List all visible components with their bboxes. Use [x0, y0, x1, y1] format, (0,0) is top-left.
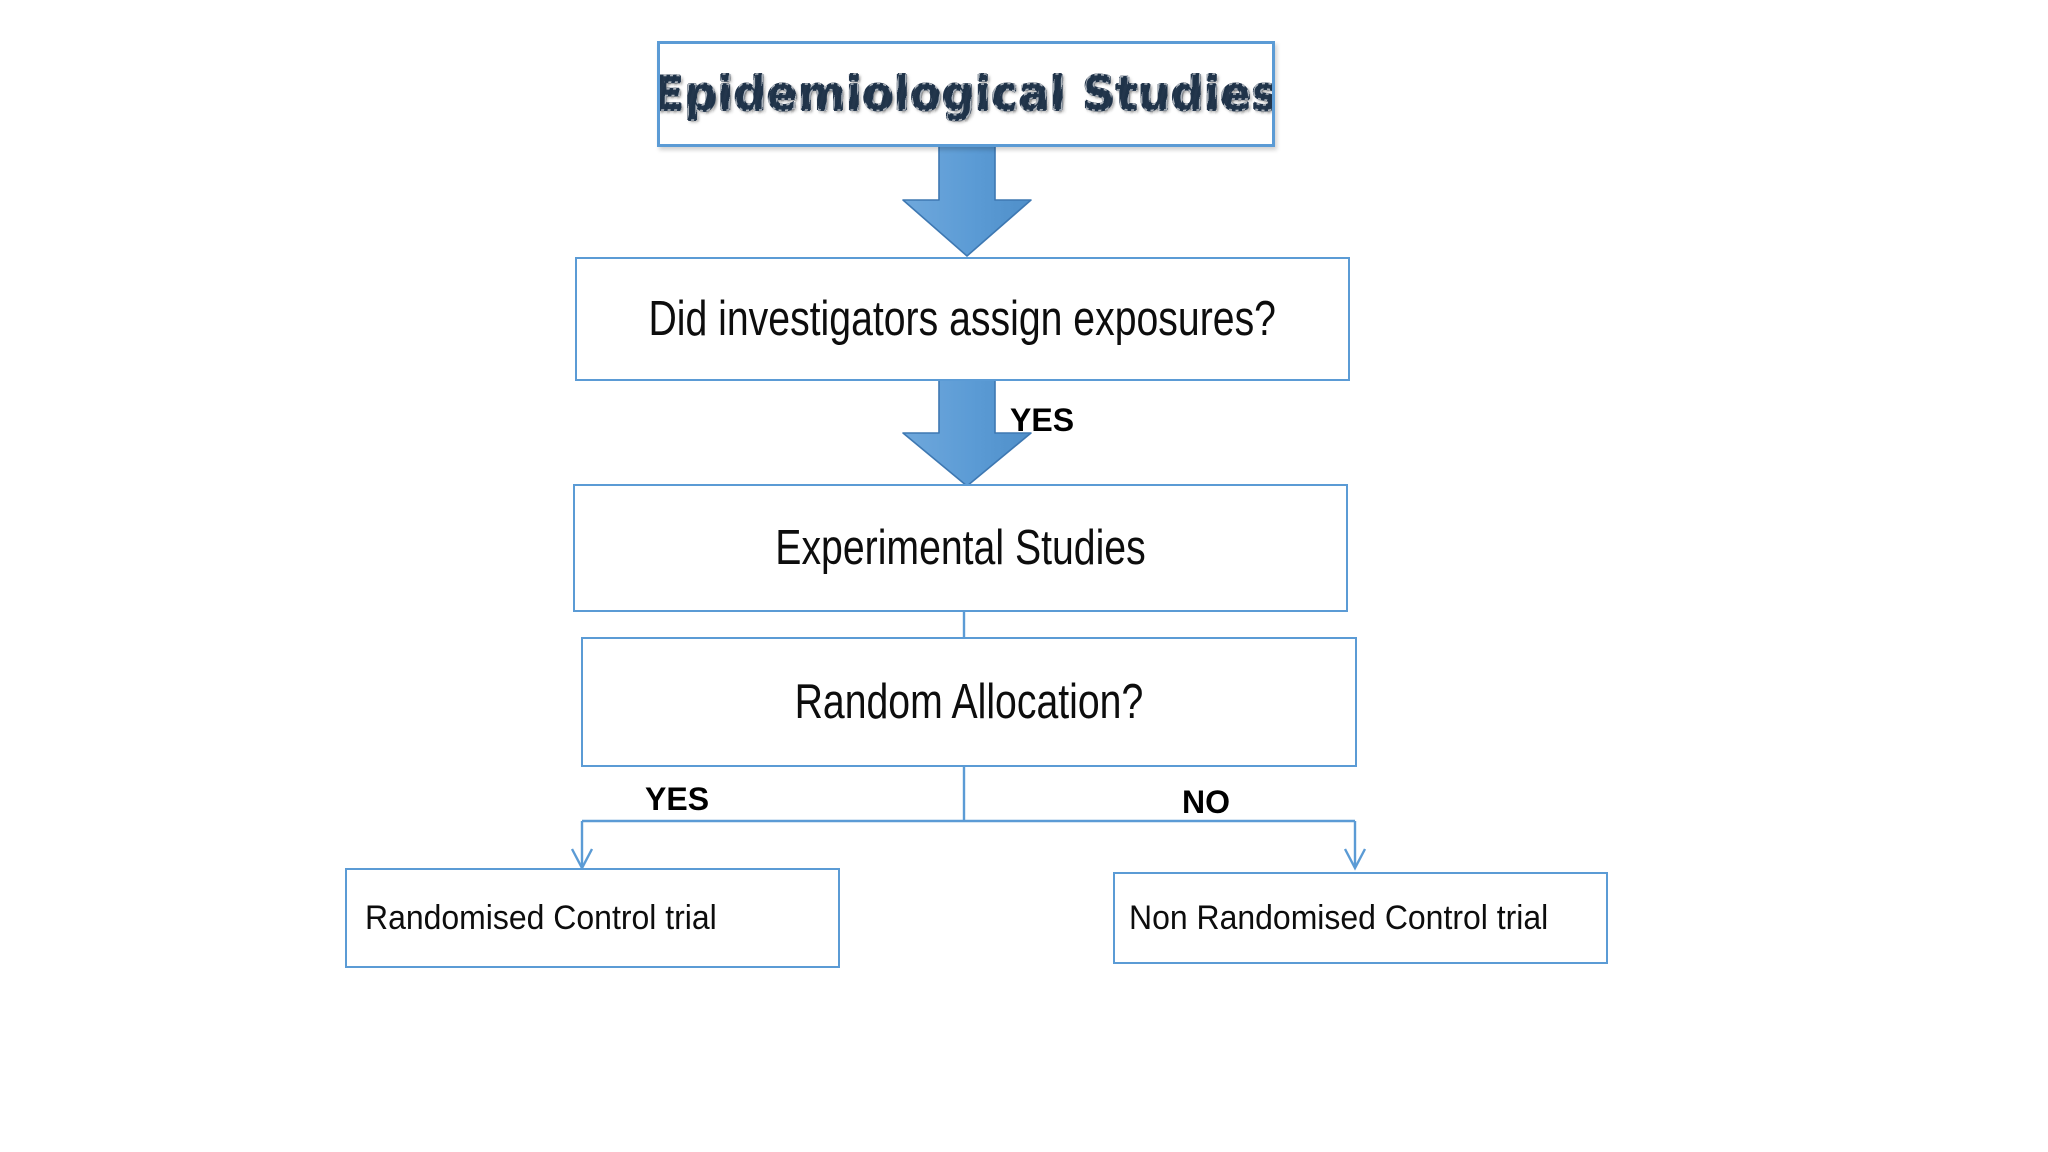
edge-label-yes-assign: YES: [1010, 402, 1075, 438]
node-label-non-randomised-control-trial: Non Randomised Control trial: [1129, 899, 1549, 937]
edge-label-yes-random: YES: [645, 781, 710, 817]
node-non-randomised-control-trial[interactable]: Non Randomised Control trial: [1113, 872, 1608, 964]
edge-label-no-random: NO: [1182, 784, 1230, 820]
block-arrow-down-2-icon: [902, 378, 1032, 487]
node-randomised-control-trial[interactable]: Randomised Control trial: [345, 868, 840, 968]
node-label-experimental-studies: Experimental Studies: [775, 520, 1146, 575]
node-label-question-assign: Did investigators assign exposures?: [648, 291, 1277, 346]
node-did-investigators-assign-exposures[interactable]: Did investigators assign exposures?: [575, 257, 1350, 381]
title-text: Epidemiological Studies: [660, 67, 1272, 122]
node-epidemiological-studies[interactable]: Epidemiological Studies: [657, 41, 1275, 147]
node-experimental-studies[interactable]: Experimental Studies: [573, 484, 1348, 612]
block-arrow-down-1-icon: [902, 142, 1032, 257]
node-random-allocation[interactable]: Random Allocation?: [581, 637, 1357, 767]
arrowhead-yes-icon: [570, 848, 594, 871]
arrowhead-no-icon: [1343, 848, 1367, 871]
node-label-randomised-control-trial: Randomised Control trial: [365, 899, 717, 937]
node-label-random-allocation: Random Allocation?: [794, 674, 1144, 729]
